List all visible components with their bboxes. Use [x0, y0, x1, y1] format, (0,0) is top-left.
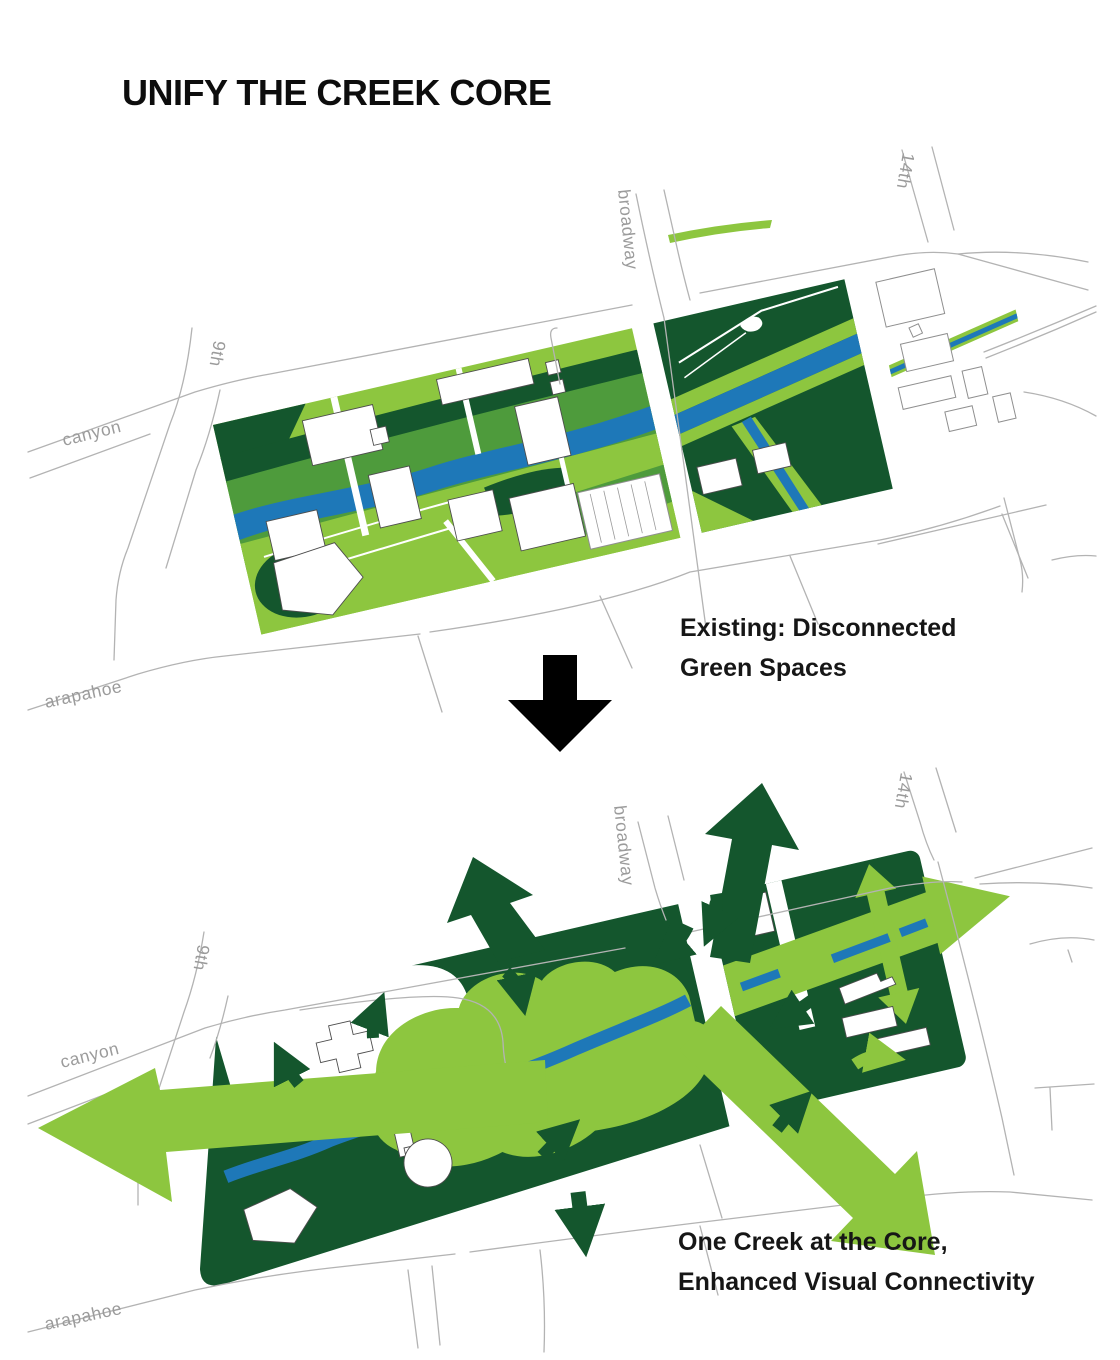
page-title: UNIFY THE CREEK CORE — [122, 72, 552, 113]
view-arrow-small — [769, 1090, 813, 1134]
path — [443, 519, 496, 583]
street-label-canyon: canyon — [58, 1038, 121, 1072]
dark-park-block — [653, 279, 893, 533]
creek — [674, 333, 862, 435]
view-arrow-small — [496, 967, 537, 1016]
view-corridor-arrow-west-large — [38, 1060, 548, 1202]
existing-roads — [27, 146, 1097, 713]
existing-campus-parcel — [213, 268, 1019, 635]
proposed-roads — [27, 767, 1095, 1353]
hill-marker — [740, 316, 763, 332]
view-arrow-small — [273, 1041, 311, 1088]
existing-caption: Existing: Disconnected Green Spaces — [680, 608, 956, 688]
east-neighborhood — [875, 268, 1019, 433]
street-label-arapahoe: arapahoe — [43, 1298, 124, 1334]
existing-caption-line2: Green Spaces — [680, 654, 847, 682]
proposed-caption: One Creek at the Core, Enhanced Visual C… — [678, 1222, 1035, 1302]
proposed-map: canyon arapahoe 9th broadway 14th — [27, 767, 1095, 1353]
view-corridor-arrow-south-small — [878, 987, 920, 1024]
view-arrow-small — [701, 893, 739, 947]
transition-down-arrow — [508, 655, 612, 752]
green-patch — [213, 403, 306, 461]
street-label-9th: 9th — [206, 339, 230, 368]
view-arrow-small — [350, 991, 389, 1039]
green-patch — [668, 220, 772, 243]
view-arrow-small — [554, 1191, 606, 1258]
street-label-14th: 14th — [893, 151, 919, 190]
street-label-arapahoe: arapahoe — [43, 676, 124, 712]
creek — [739, 918, 929, 992]
street-label-broadway: broadway — [614, 188, 642, 270]
tree-marker — [689, 909, 705, 921]
connectivity-arrows — [38, 783, 935, 1258]
view-corridor-arrow-east — [922, 876, 1010, 955]
street-label-canyon: canyon — [60, 416, 123, 450]
view-arrow-small — [652, 923, 697, 966]
proposed-caption-line2: Enhanced Visual Connectivity — [678, 1268, 1035, 1296]
view-corridor-arrow-north-1 — [447, 857, 545, 962]
street-label-9th: 9th — [190, 943, 214, 972]
proposed-caption-line1: One Creek at the Core, — [678, 1228, 948, 1256]
street-label-14th: 14th — [891, 771, 917, 810]
street-label-broadway: broadway — [610, 804, 638, 886]
view-corridor-arrow-north-small — [855, 864, 897, 899]
existing-caption-line1: Existing: Disconnected — [680, 614, 957, 642]
east-view-corridor-cross — [723, 864, 1010, 1024]
view-arrow-small — [769, 989, 816, 1030]
campus-buildings — [265, 357, 587, 616]
view-arrow-small — [536, 1119, 581, 1162]
parking-lot — [576, 473, 674, 550]
view-corridor-arrow-small — [851, 1032, 906, 1073]
